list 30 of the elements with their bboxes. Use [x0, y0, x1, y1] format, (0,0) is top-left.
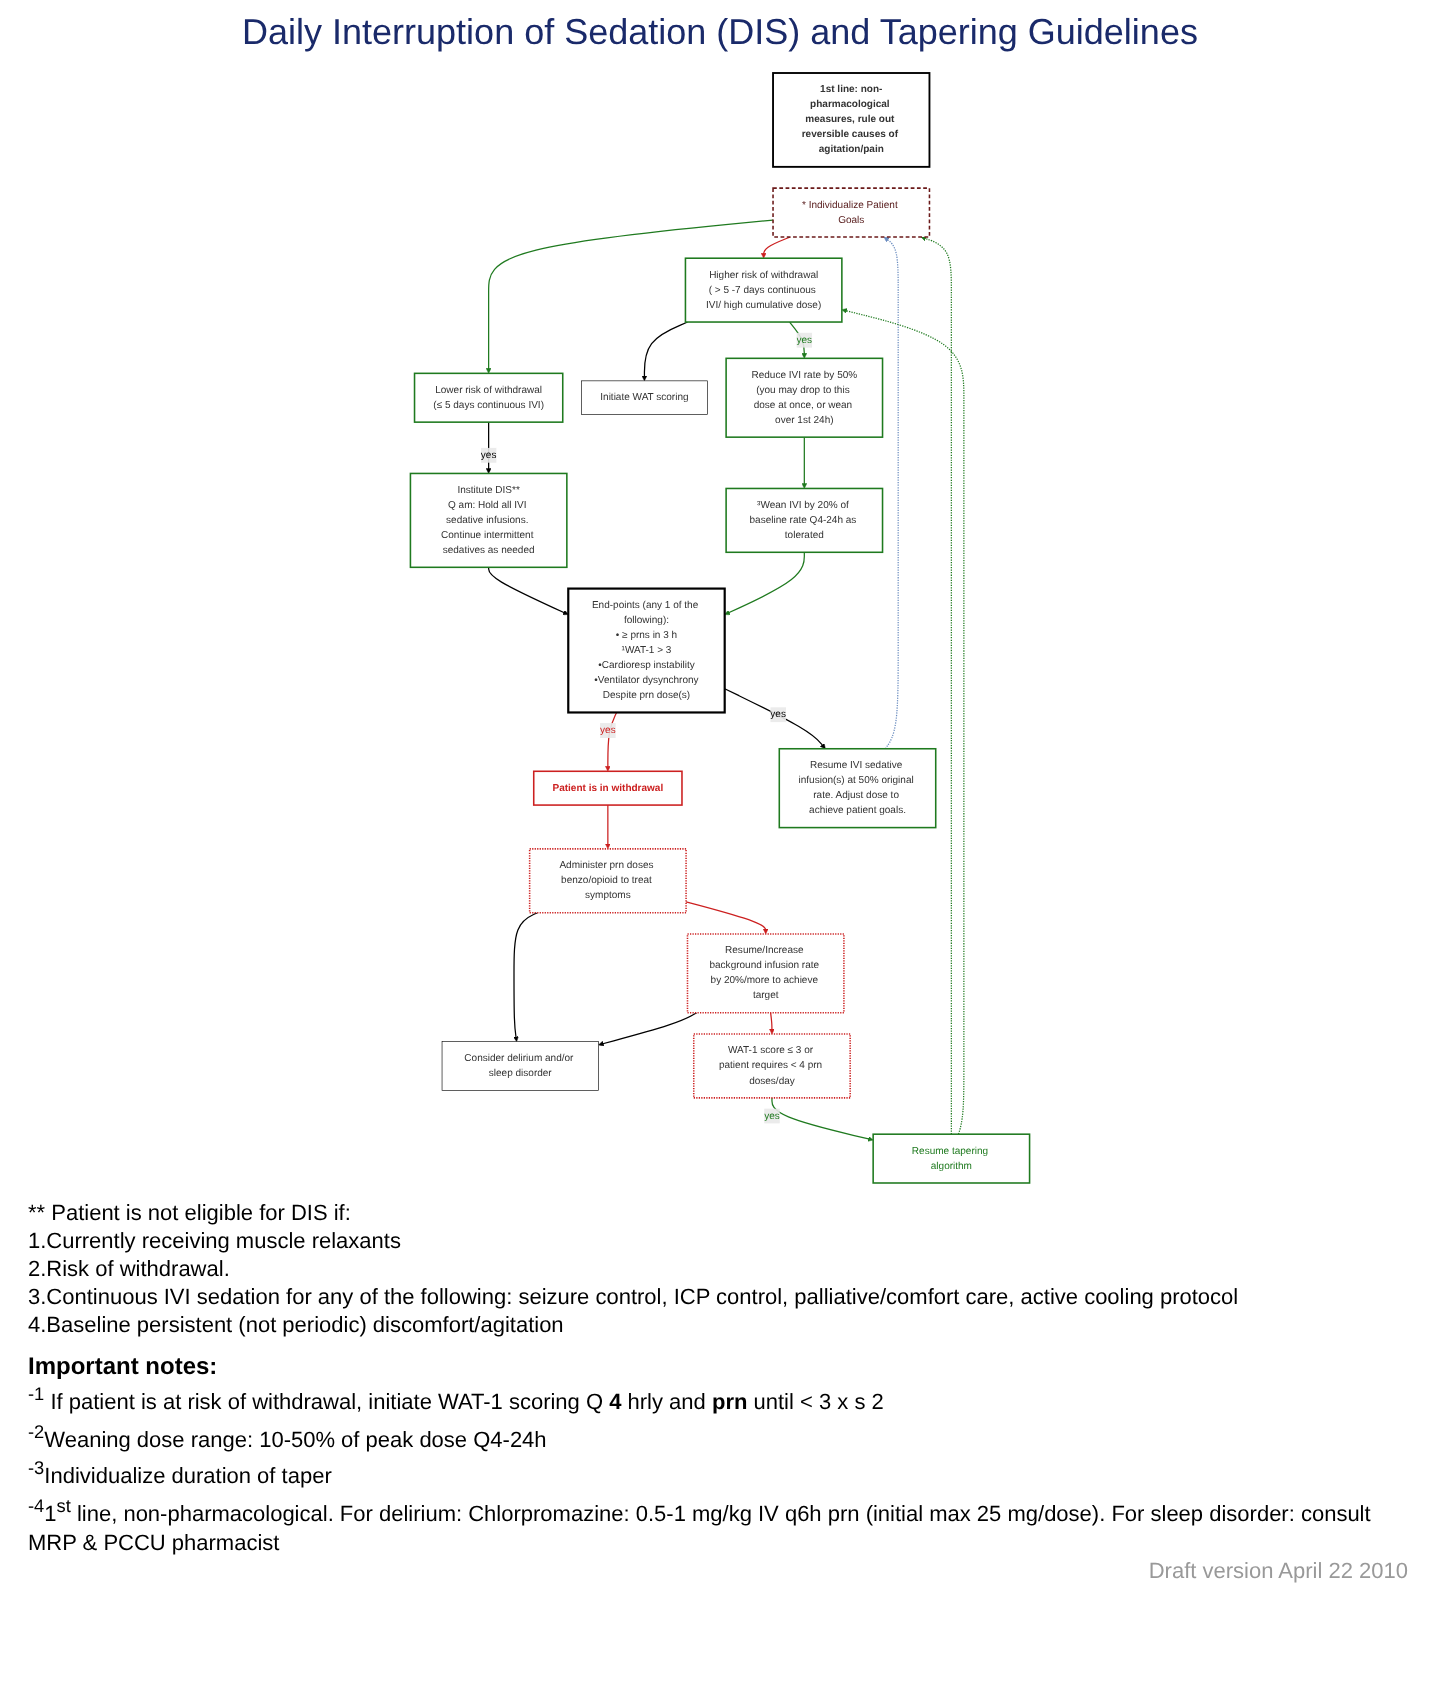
arrow	[485, 421, 492, 474]
arrow	[771, 1097, 874, 1142]
note-text: Draft version April 22 2010	[1146, 1557, 1408, 1586]
note-text: $^{-3}$Individualize duration of taper	[28, 1456, 334, 1492]
arrow	[485, 219, 774, 374]
arrow	[769, 1012, 775, 1035]
title: Daily Interruption of Sedation (DIS) and Tapering Guidelines	[240, 12, 1200, 54]
arrow	[685, 901, 769, 935]
arrow	[488, 566, 569, 615]
arrow	[841, 308, 965, 1135]
note-text: $^{-1}$ If patient is at risk of withdrawal, initiate WAT-1 scoring Q 4 hrly and prn until < 3 x s 2	[28, 1382, 886, 1418]
arrow	[801, 436, 808, 489]
arrow	[883, 236, 899, 750]
arrow	[920, 236, 952, 1135]
arrow	[605, 711, 618, 772]
note-text: 1.Currently receiving muscle relaxants	[28, 1228, 403, 1256]
note-text: 2.Risk of withdrawal.	[28, 1256, 232, 1284]
arrow	[724, 688, 826, 749]
arrow	[641, 321, 689, 382]
arrow	[724, 551, 805, 615]
arrow	[598, 1012, 698, 1047]
arrow	[605, 804, 611, 850]
note-text: 3.Continuous IVI sedation for any of the following: seizure control, ICP control, palliative/comfort care, active cooling protocol	[28, 1284, 1241, 1312]
note-text: $^{-2}$Weaning dose range: 10-50% of peak dose Q4-24h	[28, 1419, 549, 1455]
note-text: 4.Baseline persistent (not periodic) discomfort/agitation	[28, 1312, 566, 1340]
note-text: Important notes:	[28, 1352, 220, 1380]
note-text: ** Patient is not eligible for DIS if:	[28, 1200, 353, 1228]
arrow	[513, 912, 539, 1042]
note-text: $^{-4}$1$^{st}$ line, non-pharmacological. For delirium: Chlorpromazine: 0.5-1 mg/kg IV q6h prn (initial max 25 mg/dose). For sleep disorder: consult MRP & PCCU pharmacist	[28, 1493, 1373, 1558]
arrow	[760, 236, 791, 259]
